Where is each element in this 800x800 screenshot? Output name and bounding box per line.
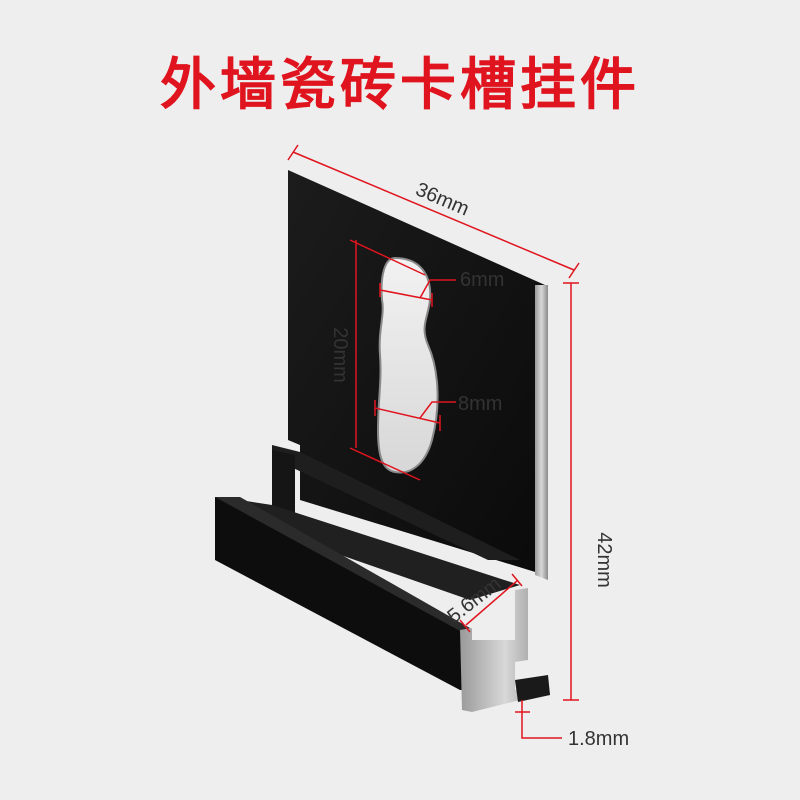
dim-label-slot-top: 6mm [460,269,504,291]
plate-edge [535,285,548,580]
dim-line-width [292,151,575,271]
bottom-flange [515,675,550,702]
channel-rear-wall [272,450,295,515]
dimension-annotations [287,144,580,739]
dim-line-slot-top [379,289,433,301]
bracket-part [215,170,550,712]
keyhole-slot [376,256,439,474]
channel-floor [240,500,520,600]
channel-top-face [272,445,520,560]
profile-end-cut [460,588,550,712]
dim-line-channel [465,579,519,626]
dim-label-slot-bottom: 8mm [458,393,502,415]
front-lip [215,497,470,690]
product-title: 外墙瓷砖卡槽挂件 [160,53,640,118]
dim-label-height: 42mm [593,532,615,588]
dim-line-slot-bottom [374,407,441,424]
front-lip-top [215,497,470,632]
dim-label-thickness: 1.8mm [568,728,629,750]
dim-label-slot-length: 20mm [329,327,351,383]
